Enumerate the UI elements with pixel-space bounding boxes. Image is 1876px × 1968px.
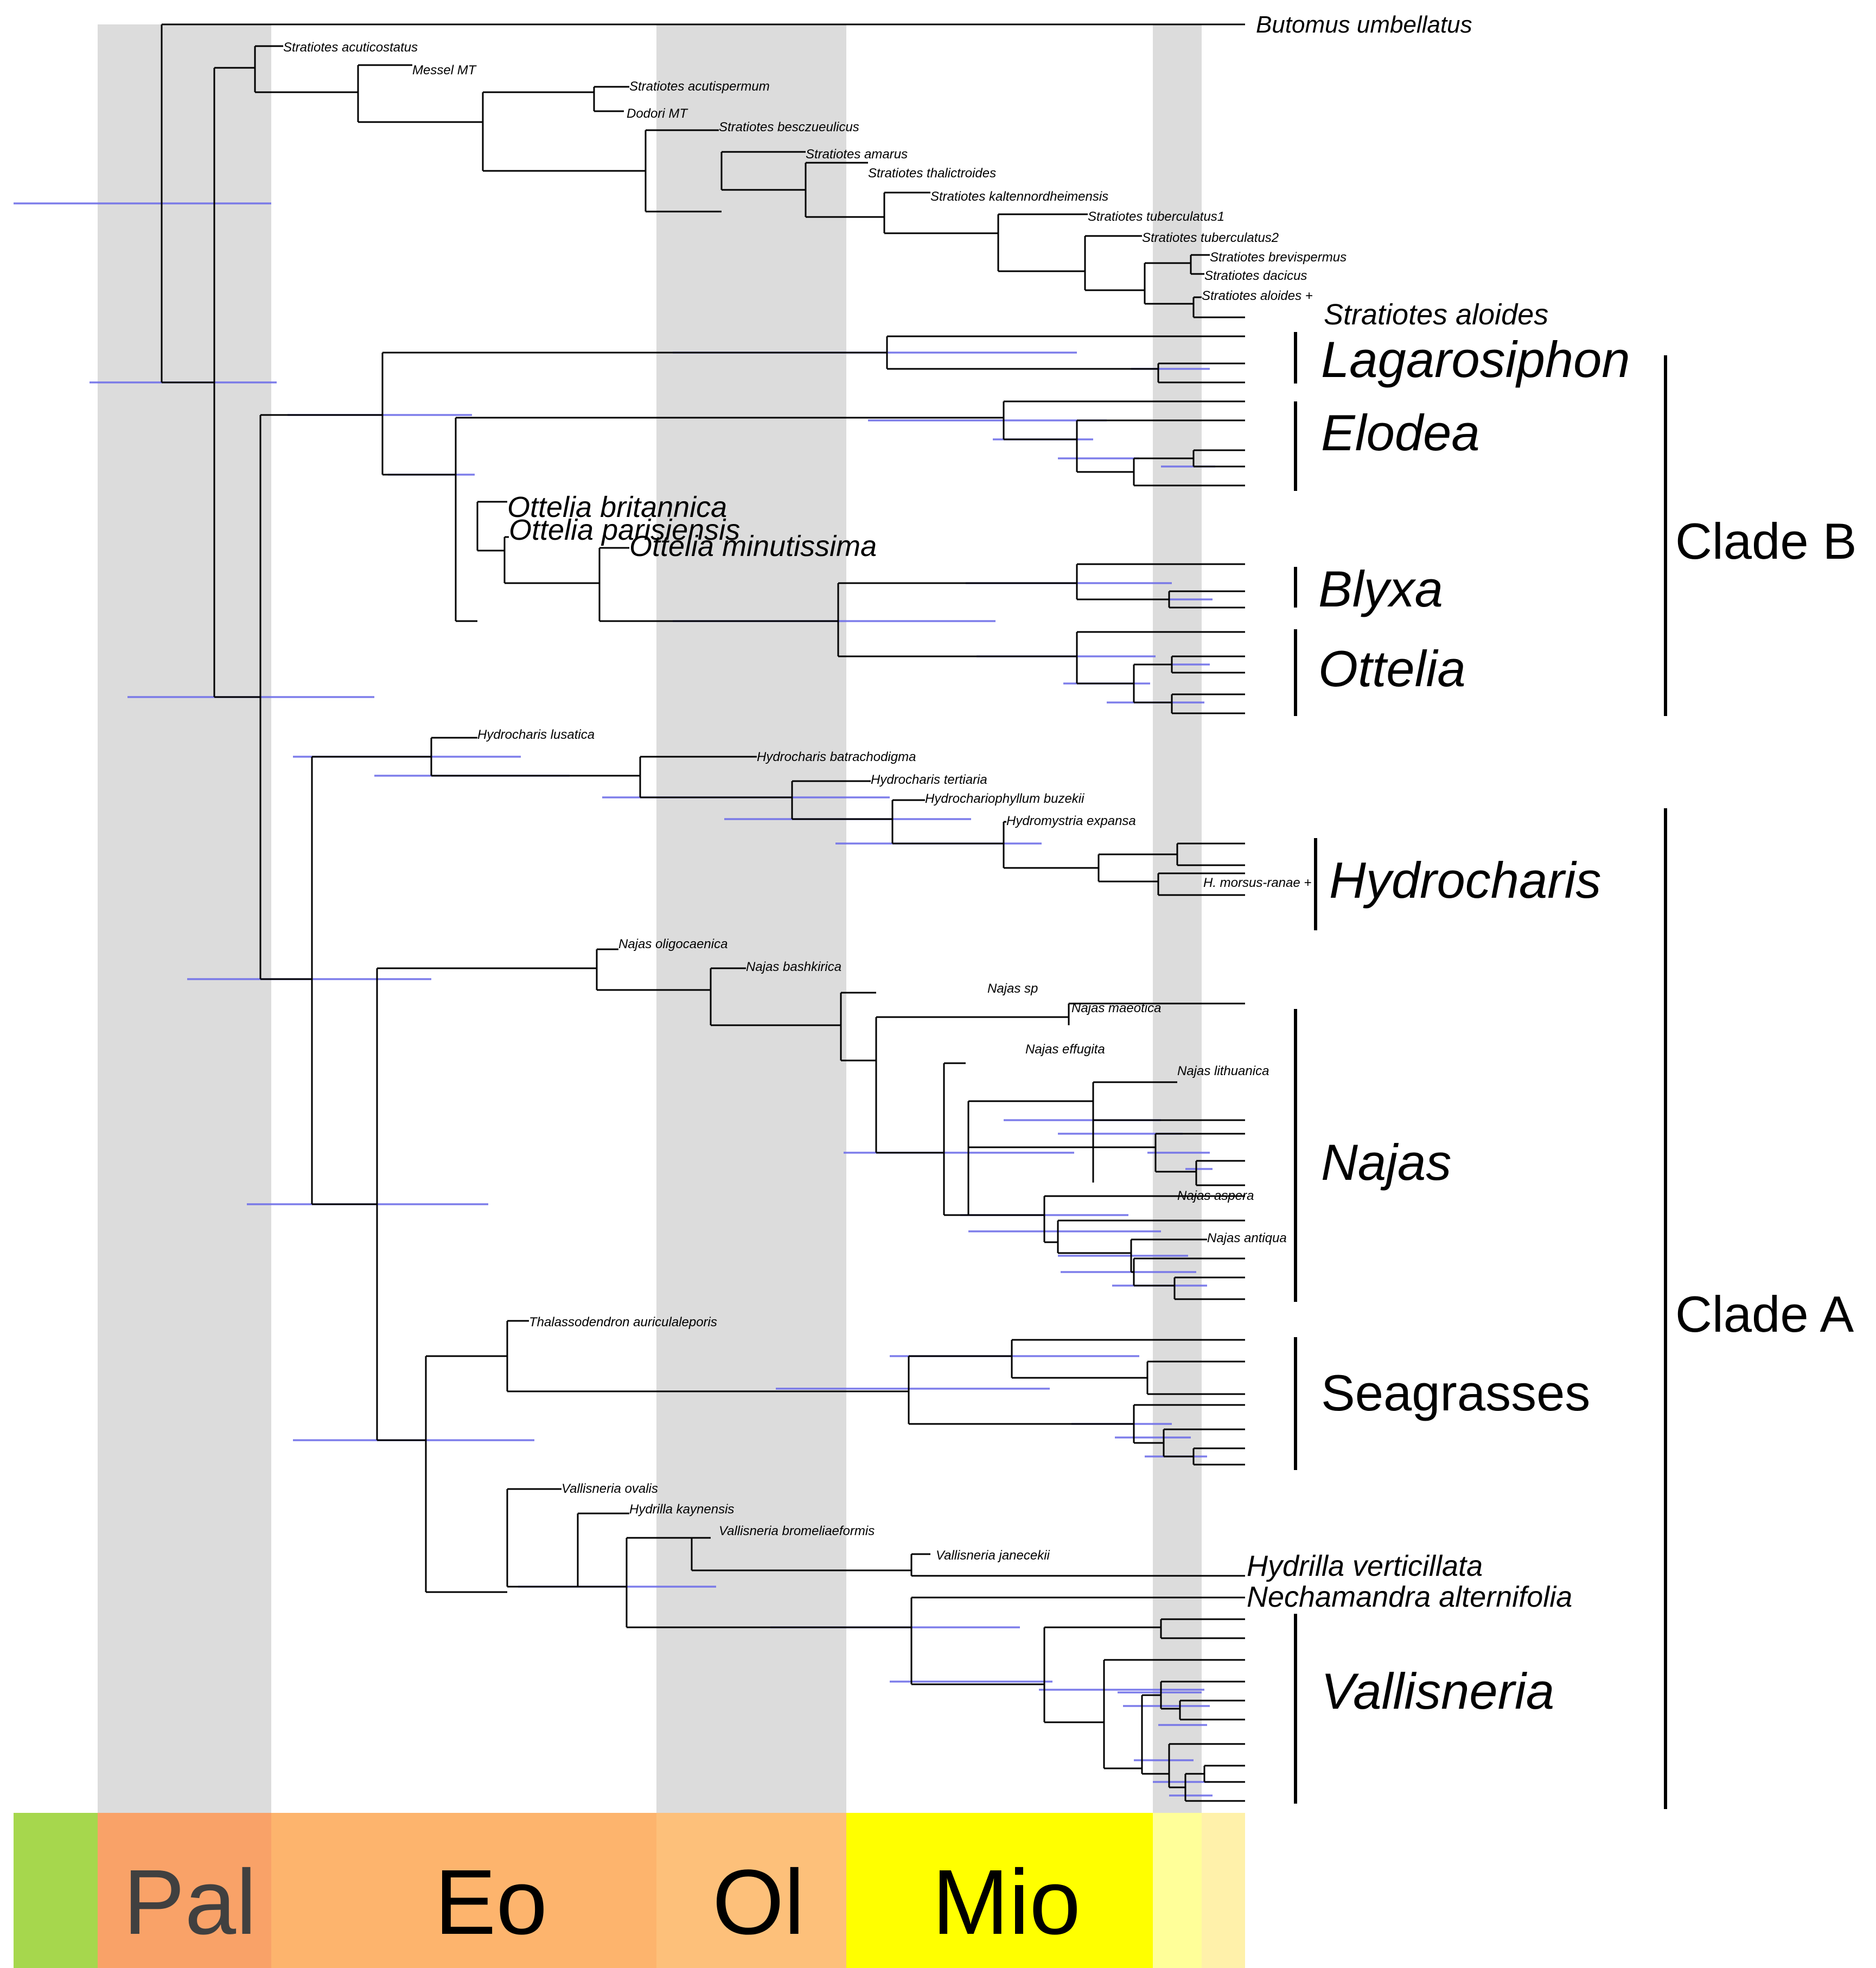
tip-stratiotes-tuberculatus2: Stratiotes tuberculatus2: [1142, 231, 1279, 245]
epoch-label-pal: Pal: [123, 1851, 257, 1954]
tree-branches: [161, 23, 1245, 1802]
tip-najas-effugita: Najas effugita: [1025, 1042, 1105, 1057]
epoch-paleocene: [98, 1813, 271, 1968]
genus-label-lagarosiphon: Lagarosiphon: [1321, 331, 1630, 388]
tip-dodori-mt: Dodori MT: [627, 106, 688, 121]
tip-stratiotes-aloides: Stratiotes aloides: [1324, 298, 1548, 331]
epoch-pleistocene: [1202, 1813, 1245, 1968]
genus-label-seagrasses: Seagrasses: [1321, 1364, 1590, 1421]
genus-label-vallisneria: Vallisneria: [1321, 1663, 1554, 1720]
tip-najas-aspera: Najas aspera: [1177, 1189, 1254, 1203]
genus-label-hydrocharis: Hydrocharis: [1329, 852, 1601, 909]
epoch-oligocene: [656, 1813, 846, 1968]
tip-najas-maeotica: Najas maeotica: [1071, 1001, 1161, 1015]
tip-najas-lithuanica: Najas lithuanica: [1177, 1064, 1269, 1078]
genus-label-elodea: Elodea: [1321, 404, 1480, 461]
tip-stratiotes-acutispermum: Stratiotes acutispermum: [629, 79, 770, 94]
tip-stratiotes-amarus: Stratiotes amarus: [806, 147, 908, 162]
tip-stratiotes-tuberculatus1: Stratiotes tuberculatus1: [1088, 209, 1224, 224]
tip-najas-antiqua: Najas antiqua: [1207, 1231, 1287, 1245]
tip-thalassodendron: Thalassodendron auriculaleporis: [529, 1315, 717, 1330]
clade-label-a: Clade A: [1675, 1286, 1854, 1343]
epoch-timescale: Pal Eo Ol Mio: [14, 1813, 1245, 1968]
tip-stratiotes-besczueulicus: Stratiotes besczueulicus: [719, 120, 859, 135]
tip-labels: Butomus umbellatus Stratiotes acuticosta…: [283, 11, 1572, 1613]
tip-hydrocharis-tertiaria: Hydrocharis tertiaria: [871, 772, 987, 787]
clade-brackets: Clade B Clade A: [1664, 355, 1856, 1809]
epoch-label-ol: Ol: [712, 1851, 805, 1954]
tip-hydrocharis-lusatica: Hydrocharis lusatica: [477, 727, 595, 742]
tip-hydrilla-verticillata: Hydrilla verticillata: [1247, 1550, 1483, 1582]
genus-brackets: Lagarosiphon Elodea Blyxa Ottelia Hydroc…: [1294, 331, 1630, 1804]
genus-label-blyxa: Blyxa: [1318, 560, 1443, 617]
tip-najas-sp: Najas sp: [987, 981, 1038, 996]
genus-label-ottelia: Ottelia: [1318, 640, 1466, 697]
tip-najas-oligocaenica: Najas oligocaenica: [618, 937, 728, 951]
tip-h-morsus-ranae: H. morsus-ranae +: [1203, 876, 1311, 890]
epoch-bands: [98, 24, 1202, 1814]
tip-hydrocharis-batrachodigma: Hydrocharis batrachodigma: [757, 750, 916, 764]
tip-vallisneria-ovalis: Vallisneria ovalis: [561, 1481, 658, 1496]
tip-stratiotes-aloides-plus: Stratiotes aloides +: [1202, 289, 1313, 303]
tip-vallisneria-bromeliaeformis: Vallisneria bromeliaeformis: [719, 1524, 875, 1538]
clade-label-b: Clade B: [1675, 513, 1856, 570]
tip-nechamandra-alternifolia: Nechamandra alternifolia: [1247, 1581, 1572, 1613]
epoch-eocene: [271, 1813, 656, 1968]
epoch-label-eo: Eo: [435, 1851, 547, 1954]
tip-hydrochariophyllum-buzekii: Hydrochariophyllum buzekii: [925, 791, 1084, 806]
band-paleocene: [98, 24, 271, 1814]
tip-stratiotes-kaltennordheimensis: Stratiotes kaltennordheimensis: [930, 189, 1108, 204]
epoch-pliocene: [1153, 1813, 1202, 1968]
tip-najas-bashkirica: Najas bashkirica: [746, 960, 841, 974]
tip-butomus-umbellatus: Butomus umbellatus: [1256, 11, 1472, 38]
band-oligocene: [656, 24, 846, 1814]
tip-stratiotes-dacicus: Stratiotes dacicus: [1204, 269, 1307, 283]
epoch-cretaceous: [14, 1813, 98, 1968]
tip-stratiotes-brevispermus: Stratiotes brevispermus: [1210, 250, 1347, 265]
tip-hydrilla-kaynensis: Hydrilla kaynensis: [629, 1502, 734, 1517]
tip-ottelia-minutissima: Ottelia minutissima: [629, 530, 877, 563]
tip-stratiotes-acuticostatus: Stratiotes acuticostatus: [283, 40, 418, 55]
epoch-label-mio: Mio: [932, 1851, 1081, 1954]
tip-hydromystria-expansa: Hydromystria expansa: [1006, 814, 1136, 828]
tip-messel-mt: Messel MT: [412, 63, 477, 78]
genus-label-najas: Najas: [1321, 1134, 1451, 1191]
tip-stratiotes-thalictroides: Stratiotes thalictroides: [868, 166, 996, 181]
tip-ottelia-britannica: Ottelia britannica: [507, 491, 727, 523]
tip-vallisneria-janecekii: Vallisneria janecekii: [936, 1548, 1050, 1563]
epoch-miocene: [846, 1813, 1153, 1968]
band-pliocene: [1153, 24, 1202, 1814]
tip-ottelia-parisiensis: Ottelia parisiensis: [509, 514, 740, 546]
